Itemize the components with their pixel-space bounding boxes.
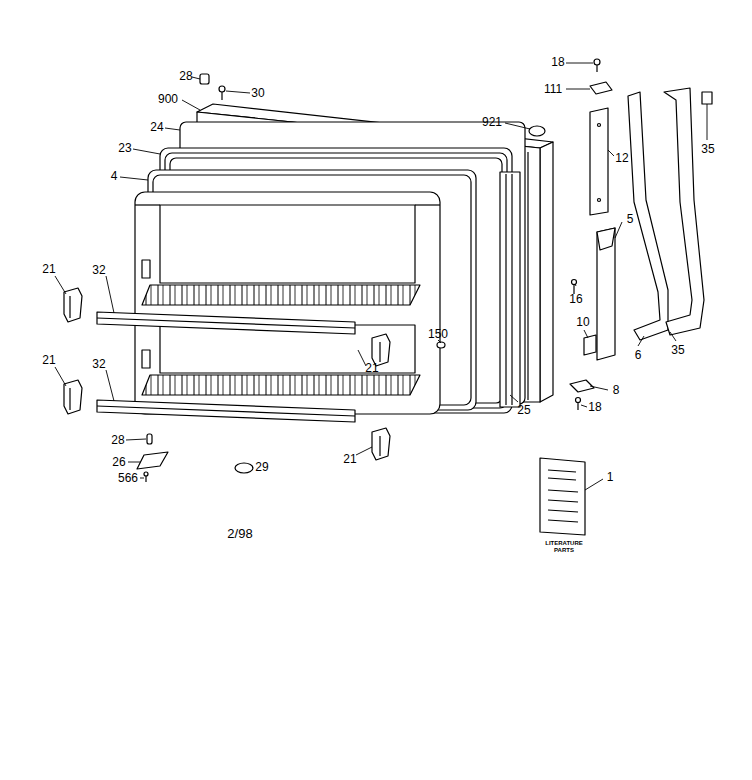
callout-number: 10	[576, 316, 589, 328]
callout-number: 8	[613, 384, 620, 396]
callout-number: 18	[551, 56, 564, 68]
callout-number: 150	[428, 328, 448, 340]
callout-number: 566	[118, 472, 138, 484]
callout-number: 21	[343, 453, 356, 465]
literature-booklet	[540, 458, 585, 535]
callout-number: 12	[615, 152, 628, 164]
breaker-strip	[500, 172, 520, 407]
callout-number: 28	[111, 434, 124, 446]
callout-number: 6	[635, 349, 642, 361]
small-parts	[137, 74, 545, 482]
callout-number: 21	[42, 263, 55, 275]
callout-number: 32	[92, 358, 105, 370]
callout-number: 25	[517, 404, 530, 416]
bar-end-cap	[64, 288, 390, 460]
booklet-caption: LITERATURE PARTS	[541, 540, 587, 554]
callout-number: 900	[158, 93, 178, 105]
callout-number: 35	[701, 143, 714, 155]
callout-number: 29	[255, 461, 268, 473]
callout-number: 5	[627, 213, 634, 225]
callout-number: 23	[118, 142, 131, 154]
callout-number: 24	[150, 121, 163, 133]
callout-number: 16	[569, 293, 582, 305]
door-shelf-bar	[97, 312, 355, 422]
callout-number: 26	[112, 456, 125, 468]
callout-number: 111	[544, 83, 562, 95]
callout-number: 21	[42, 354, 55, 366]
leader-lines	[55, 63, 707, 490]
callout-number: 1	[607, 471, 614, 483]
callout-number: 921	[482, 116, 502, 128]
callout-number: 18	[588, 401, 601, 413]
callout-number: 30	[251, 87, 264, 99]
callout-number: 35	[671, 344, 684, 356]
callout-number: 28	[179, 70, 192, 82]
hinge-parts	[570, 59, 712, 410]
callout-number: 21	[365, 362, 378, 374]
door-liner	[135, 192, 440, 414]
date-stamp: 2/98	[227, 527, 252, 540]
callout-number: 4	[111, 170, 118, 182]
callout-number: 32	[92, 264, 105, 276]
